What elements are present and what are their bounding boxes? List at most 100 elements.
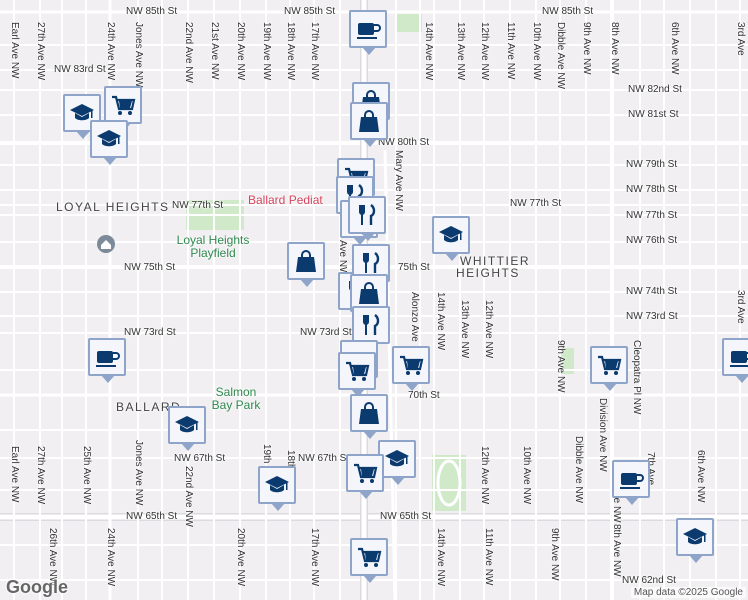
park-label-line1: Salmon — [215, 385, 257, 399]
park-label-line2: Playfield — [190, 246, 236, 260]
map-marker-cart[interactable] — [590, 346, 628, 391]
street-label-14th-top: 14th Ave NW — [423, 22, 434, 81]
street-label-14th-mid: 14th Ave NW — [435, 292, 446, 351]
area-label-ballard: BALLARD — [116, 400, 182, 414]
street-label-12th-mid: 12th Ave NW — [483, 300, 494, 359]
area-label-whittier: WHITTIER — [460, 254, 530, 268]
street-label-earl-top: Earl Ave NW — [9, 22, 20, 79]
area-label-heights: HEIGHTS — [456, 266, 520, 280]
poi-label-ballard-pediatric[interactable]: Ballard Pediat — [248, 193, 323, 207]
street-label-alonzo: Alonzo Ave — [409, 292, 420, 342]
street-label-nw77a: NW 77th St — [172, 200, 224, 211]
map-marker-coffee[interactable] — [722, 338, 748, 383]
street-label-nw75b: 75th St — [398, 262, 430, 273]
map-marker-cart[interactable] — [104, 86, 142, 131]
street-label-9th-bot: 9th Ave NW — [549, 528, 560, 581]
street-label-nw77c: NW 77th St — [626, 210, 678, 221]
map-marker-school[interactable] — [168, 406, 206, 451]
street-label-nw75a: NW 75th St — [124, 262, 176, 273]
street-label-6th-top: 6th Ave NW — [669, 22, 680, 75]
map-marker-cart[interactable] — [392, 346, 430, 391]
street-label-nw65a: NW 65th St — [126, 511, 178, 522]
map-marker-bag[interactable] — [287, 242, 325, 287]
street-label-nw82: NW 82nd St — [628, 84, 682, 95]
park-label-salmon-bay: Salmon Bay Park — [206, 386, 266, 412]
street-label-nw80: NW 80th St — [378, 137, 430, 148]
street-label-17th-top: 17th Ave NW — [309, 22, 320, 81]
street-label-8th-top: 8th Ave NW — [609, 22, 620, 75]
street-label-nw85: NW 85th St — [126, 6, 178, 17]
street-label-nw85c: NW 85th St — [542, 6, 594, 17]
map-marker-fork-knife[interactable] — [352, 306, 390, 351]
street-label-nw74: NW 74th St — [626, 286, 678, 297]
street-label-mary: Mary Ave NW — [393, 150, 404, 211]
street-label-nw76: NW 76th St — [626, 235, 678, 246]
map-marker-coffee[interactable] — [88, 338, 126, 383]
street-label-24th-top: 24th Ave NW — [105, 22, 116, 81]
street-label-19th-top: 19th Ave NW — [261, 22, 272, 81]
shield-icon — [97, 235, 115, 253]
map-marker-cart[interactable] — [350, 538, 388, 583]
street-label-12th-bot: 12th Ave NW — [479, 446, 490, 505]
street-label-nw67a: NW 67th St — [174, 453, 226, 464]
street-label-14th-bot: 14th Ave NW — [435, 528, 446, 587]
google-logo: Google — [6, 577, 68, 597]
street-label-11th-top: 11th Ave NW — [505, 22, 516, 80]
street-label-10th-top: 10th Ave NW — [531, 22, 542, 81]
map-marker-school[interactable] — [258, 466, 296, 511]
street-label-20th-bot: 20th Ave NW — [235, 528, 246, 587]
street-label-dibble-bot: Dibble Ave NW — [573, 436, 584, 504]
street-label-nw67b: NW 67th St — [298, 453, 350, 464]
street-label-3rd-top: 3rd Ave — [735, 22, 746, 56]
street-label-nw73b: NW 73rd St — [300, 327, 352, 338]
street-label-18th-top: 18th Ave NW — [285, 22, 296, 81]
map-marker-fork-knife[interactable] — [348, 196, 386, 241]
street-label-nw81: NW 81st St — [628, 109, 679, 120]
street-label-cleopatra: Cleopatra Pl NW — [631, 340, 642, 415]
street-label-dibble-top: Dibble Ave NW — [555, 22, 566, 90]
street-label-nw78: NW 78th St — [626, 184, 678, 195]
street-label-27th-bot: 27th Ave NW — [35, 446, 46, 505]
street-label-nw77b: NW 77th St — [510, 198, 562, 209]
map-marker-school[interactable] — [432, 216, 470, 261]
street-label-24th-bot: 24th Ave NW — [105, 528, 116, 587]
street-label-11th-bot: 11th Ave NW — [483, 528, 494, 586]
street-label-22nd-bot: 22nd Ave NW — [183, 466, 194, 527]
street-label-division: Division Ave NW — [597, 398, 608, 472]
street-label-nw79: NW 79th St — [626, 159, 678, 170]
street-label-nw85b: NW 85th St — [284, 6, 336, 17]
street-label-22nd-top: 22nd Ave NW — [183, 22, 194, 83]
street-label-12th-top: 12th Ave NW — [479, 22, 490, 81]
street-label-nw73c: NW 73rd St — [626, 311, 678, 322]
street-label-20th-top: 20th Ave NW — [235, 22, 246, 81]
map-marker-school[interactable] — [378, 440, 416, 485]
park-area-north — [396, 14, 422, 32]
map-marker-bag[interactable] — [350, 102, 388, 147]
park-label-line2: Bay Park — [211, 398, 261, 412]
map-marker-school[interactable] — [676, 518, 714, 563]
park-area-east — [560, 348, 574, 374]
street-label-10th-bot: 10th Ave NW — [521, 446, 532, 505]
street-label-jones-top: Jones Ave NW — [133, 22, 144, 88]
map-marker-school[interactable] — [90, 120, 128, 165]
street-label-nw62: NW 62nd St — [622, 575, 676, 586]
street-label-nw70: 70th St — [408, 390, 440, 401]
map-marker-coffee[interactable] — [349, 10, 387, 55]
street-label-21st-top: 21st Ave NW — [209, 22, 220, 80]
street-label-19th-bot: 19th — [261, 444, 272, 464]
street-label-nw73a: NW 73rd St — [124, 327, 176, 338]
map-marker-cart[interactable] — [346, 454, 384, 499]
street-label-nw83rd: NW 83rd St — [54, 64, 106, 75]
park-label-line1: Loyal Heights — [176, 233, 250, 247]
map-attribution[interactable]: Map data ©2025 Google — [630, 587, 746, 598]
street-label-3rd-right: 3rd Ave — [735, 290, 746, 324]
map-marker-bag[interactable] — [350, 394, 388, 439]
street-label-8th-bot2: 8th Ave NW — [611, 524, 622, 577]
street-label-13th-top: 13th Ave NW — [455, 22, 466, 81]
street-label-13th-mid: 13th Ave NW — [459, 300, 470, 359]
map-marker-cart[interactable] — [338, 352, 376, 397]
street-label-jones-bot: Jones Ave NW — [133, 440, 144, 506]
map-marker-coffee[interactable] — [612, 460, 650, 505]
street-label-17th-bot: 17th Ave NW — [309, 528, 320, 587]
